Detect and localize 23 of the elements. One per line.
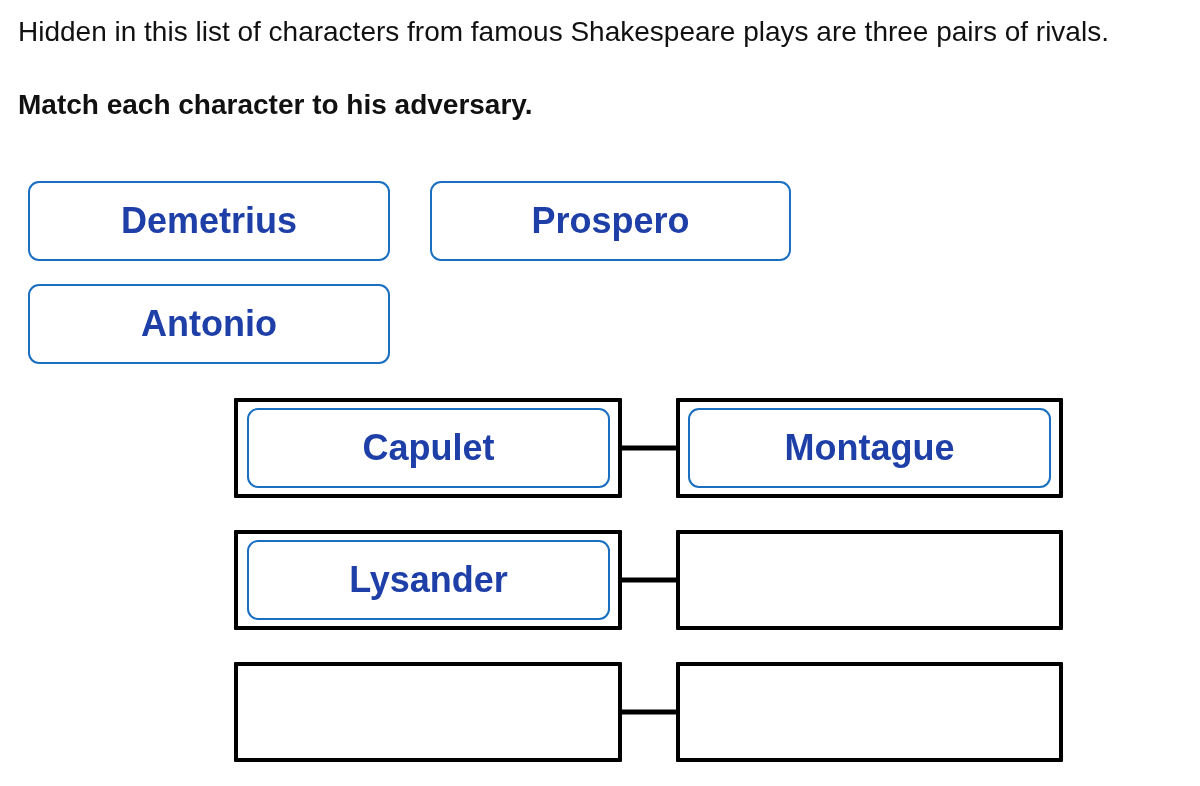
name-card — [688, 408, 1051, 488]
answer-box — [234, 662, 622, 762]
name-card — [28, 284, 390, 364]
answer-box — [234, 530, 622, 630]
character-name: Antonio — [141, 303, 277, 345]
answer-box — [676, 530, 1063, 630]
connector-line — [622, 577, 676, 583]
connector-line — [622, 709, 676, 715]
name-card — [247, 408, 610, 488]
character-name: Lysander — [349, 559, 508, 601]
answer-box — [234, 398, 622, 498]
answer-box — [676, 662, 1063, 762]
character-name: Demetrius — [120, 200, 298, 242]
character-name: Capulet — [362, 427, 495, 469]
answer-box — [676, 398, 1063, 498]
name-card — [247, 540, 610, 620]
name-card — [430, 181, 791, 261]
instruction-text: Hidden in this list of characters from famous Shakespeare plays are three pairs of rivals. — [18, 15, 1109, 49]
name-card — [28, 181, 390, 261]
character-name: Prospero — [531, 200, 690, 242]
task-instruction: Match each character to his adversary. — [18, 88, 533, 122]
connector-line — [622, 445, 676, 451]
character-name: Montague — [784, 427, 955, 469]
